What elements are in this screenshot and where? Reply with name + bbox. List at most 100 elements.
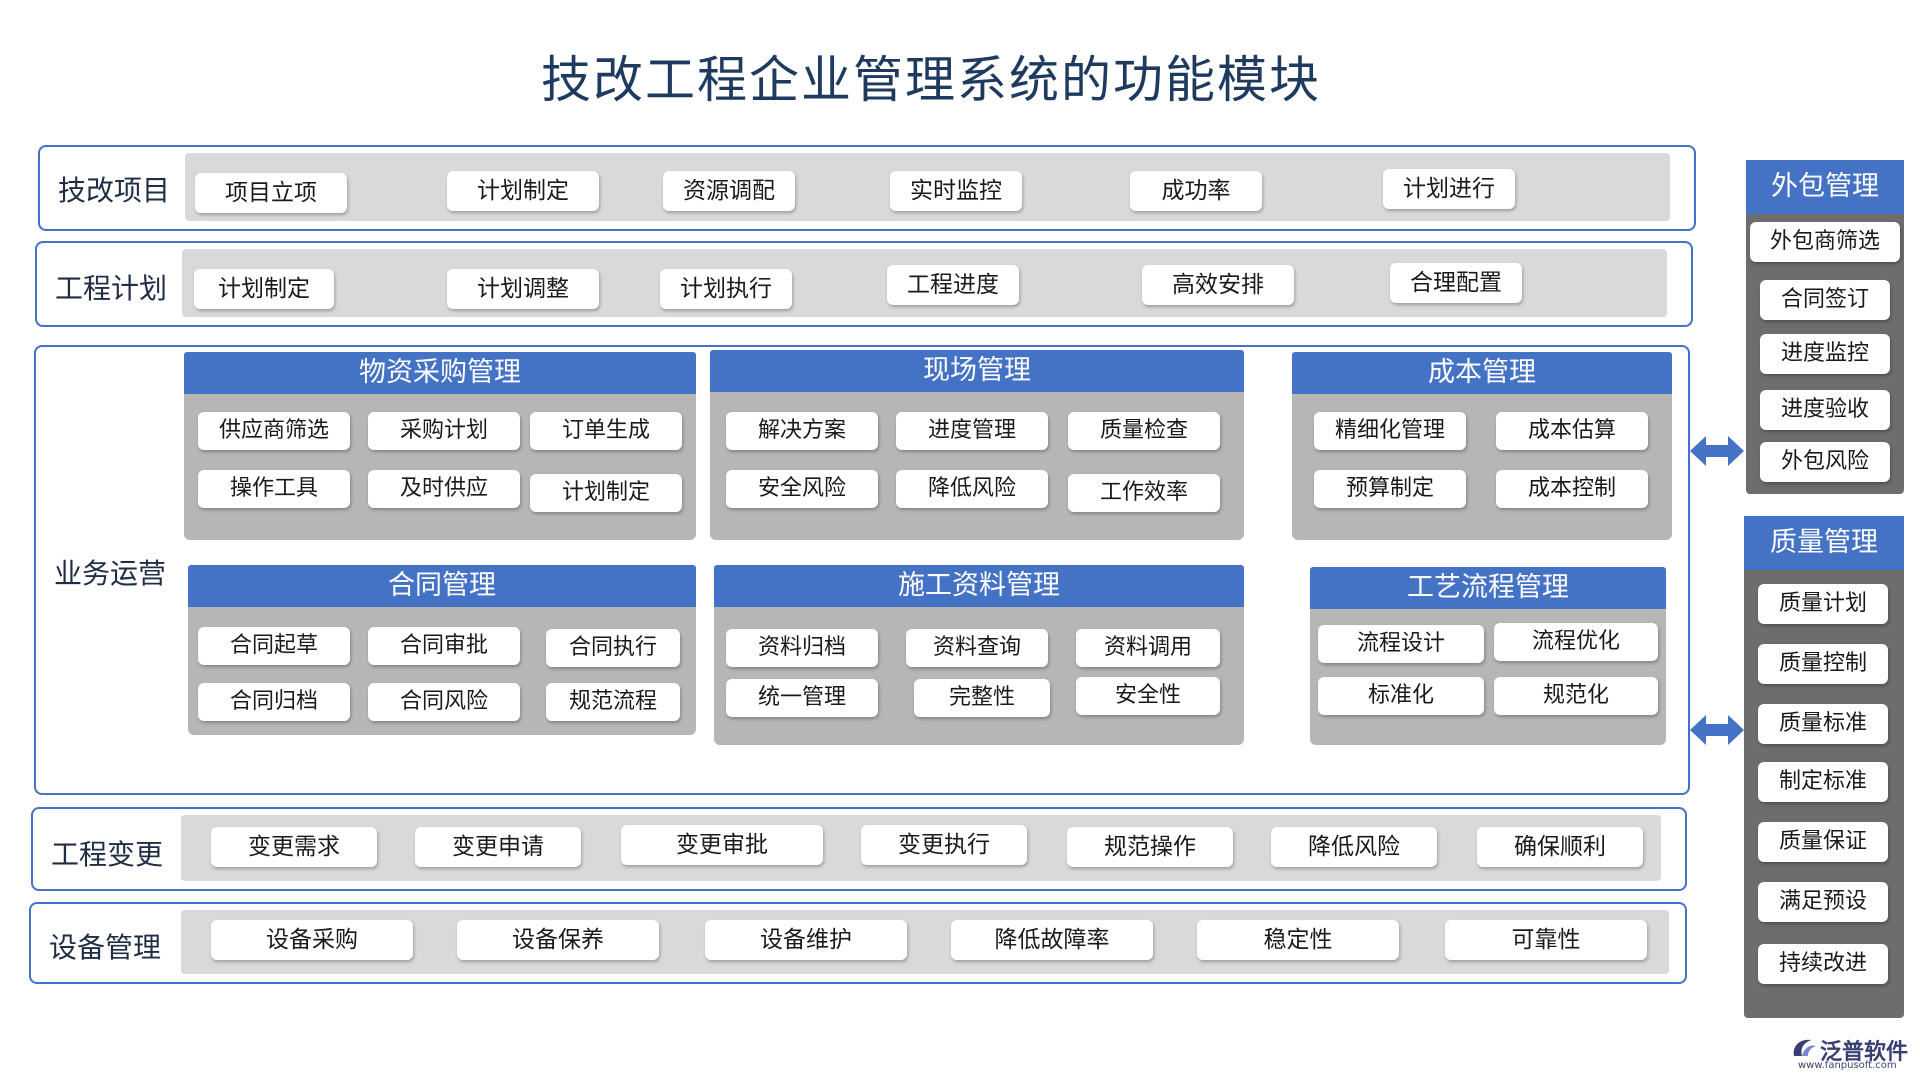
item-chip: 标准化 [1318,677,1484,715]
item-chip: 计划制定 [194,269,334,309]
item-chip: 安全风险 [726,470,878,508]
item-chip: 规范操作 [1067,827,1233,867]
brand-url: www.fanpusoft.com [1798,1060,1897,1071]
item-chip: 流程优化 [1494,623,1658,661]
item-chip: 降低故障率 [951,920,1153,960]
item-chip: 资源调配 [663,171,795,211]
module-title: 现场管理 [710,350,1244,392]
item-chip: 合同起草 [198,627,350,665]
item-chip: 变更执行 [861,825,1027,865]
row-tech-project: 技改项目 项目立项 计划制定 资源调配 实时监控 成功率 计划进行 [38,145,1696,231]
item-chip: 合同签订 [1760,280,1890,320]
item-chip: 成本控制 [1496,470,1648,508]
item-band: 计划制定 计划调整 计划执行 工程进度 高效安排 合理配置 [182,249,1667,317]
row-eng-change: 工程变更 变更需求 变更申请 变更审批 变更执行 规范操作 降低风险 确保顺利 [31,807,1687,891]
row-label: 工程变更 [51,838,164,871]
row-label: 工程计划 [55,272,168,305]
item-chip: 完整性 [914,679,1050,717]
module-title: 工艺流程管理 [1310,567,1666,609]
item-chip: 计划制定 [530,474,682,512]
item-chip: 确保顺利 [1477,827,1643,867]
item-chip: 设备保养 [457,920,659,960]
item-chip: 计划进行 [1383,169,1515,209]
item-chip: 合同审批 [368,627,520,665]
item-band: 设备采购 设备保养 设备维护 降低故障率 稳定性 可靠性 [181,910,1669,974]
module-site: 现场管理 解决方案 进度管理 质量检查 安全风险 降低风险 工作效率 [710,350,1244,540]
page-title: 技改工程企业管理系统的功能模块 [541,51,1321,109]
item-chip: 计划执行 [660,269,792,309]
item-chip: 订单生成 [530,412,682,450]
item-chip: 变更申请 [415,827,581,867]
item-chip: 规范化 [1494,677,1658,715]
item-chip: 合同风险 [368,683,520,721]
module-cost: 成本管理 精细化管理 成本估算 预算制定 成本控制 [1292,352,1672,540]
item-chip: 质量标准 [1758,704,1888,744]
module-process: 工艺流程管理 流程设计 流程优化 标准化 规范化 [1310,567,1666,745]
item-chip: 质量检查 [1068,412,1220,450]
item-chip: 安全性 [1076,677,1220,715]
item-chip: 成本估算 [1496,412,1648,450]
item-chip: 可靠性 [1445,920,1647,960]
item-chip: 降低风险 [896,470,1048,508]
item-chip: 项目立项 [195,173,347,213]
item-band: 项目立项 计划制定 资源调配 实时监控 成功率 计划进行 [185,153,1670,221]
brand-logo: 泛普软件 www.fanpusoft.com [1790,1034,1910,1074]
row-label: 设备管理 [49,931,162,964]
item-chip: 设备维护 [705,920,907,960]
item-chip: 及时供应 [368,470,520,508]
item-chip: 合同执行 [546,629,680,667]
item-chip: 操作工具 [198,470,350,508]
side-title: 质量管理 [1744,516,1904,570]
item-chip: 设备采购 [211,920,413,960]
item-chip: 质量保证 [1758,822,1888,862]
module-construction-docs: 施工资料管理 资料归档 资料查询 资料调用 统一管理 完整性 安全性 [714,565,1244,745]
row-eng-plan: 工程计划 计划制定 计划调整 计划执行 工程进度 高效安排 合理配置 [35,241,1693,327]
item-chip: 质量计划 [1758,584,1888,624]
side-title: 外包管理 [1746,160,1904,214]
fanpu-logo-icon [1793,1039,1816,1056]
item-chip: 质量控制 [1758,644,1888,684]
item-chip: 供应商筛选 [198,412,350,450]
item-chip: 进度监控 [1760,334,1890,374]
module-contract: 合同管理 合同起草 合同审批 合同执行 合同归档 合同风险 规范流程 [188,565,696,735]
item-chip: 工作效率 [1068,474,1220,512]
module-title: 成本管理 [1292,352,1672,394]
item-chip: 精细化管理 [1314,412,1466,450]
item-chip: 进度管理 [896,412,1048,450]
brand-name: 泛普软件 [1820,1040,1909,1065]
item-chip: 满足预设 [1758,882,1888,922]
item-chip: 合理配置 [1390,263,1522,303]
item-chip: 规范流程 [546,683,680,721]
item-chip: 变更审批 [621,825,823,865]
item-chip: 进度验收 [1760,390,1890,430]
item-chip: 计划调整 [447,269,599,309]
item-chip: 变更需求 [211,827,377,867]
item-chip: 预算制定 [1314,470,1466,508]
item-chip: 资料归档 [726,629,878,667]
item-chip: 采购计划 [368,412,520,450]
row-equipment: 设备管理 设备采购 设备保养 设备维护 降低故障率 稳定性 可靠性 [29,902,1687,984]
item-chip: 持续改进 [1758,944,1888,984]
item-chip: 稳定性 [1197,920,1399,960]
module-title: 物资采购管理 [184,352,696,394]
item-chip: 统一管理 [726,679,878,717]
side-outsourcing: 外包管理 外包商筛选 合同签订 进度监控 进度验收 外包风险 [1746,160,1904,494]
side-quality: 质量管理 质量计划 质量控制 质量标准 制定标准 质量保证 满足预设 持续改进 [1744,516,1904,1018]
item-chip: 成功率 [1130,171,1262,211]
item-chip: 工程进度 [887,265,1019,305]
item-chip: 计划制定 [447,171,599,211]
item-chip: 合同归档 [198,683,350,721]
item-chip: 制定标准 [1758,762,1888,802]
item-chip: 解决方案 [726,412,878,450]
module-title: 合同管理 [188,565,696,607]
double-arrow-icon [1690,436,1744,466]
row-label: 技改项目 [58,174,171,207]
item-chip: 降低风险 [1271,827,1437,867]
item-chip: 外包商筛选 [1750,222,1900,262]
item-chip: 流程设计 [1318,625,1484,663]
module-procurement: 物资采购管理 供应商筛选 采购计划 订单生成 操作工具 及时供应 计划制定 [184,352,696,540]
module-title: 施工资料管理 [714,565,1244,607]
item-chip: 实时监控 [890,171,1022,211]
item-chip: 外包风险 [1760,442,1890,482]
item-chip: 资料查询 [906,629,1048,667]
